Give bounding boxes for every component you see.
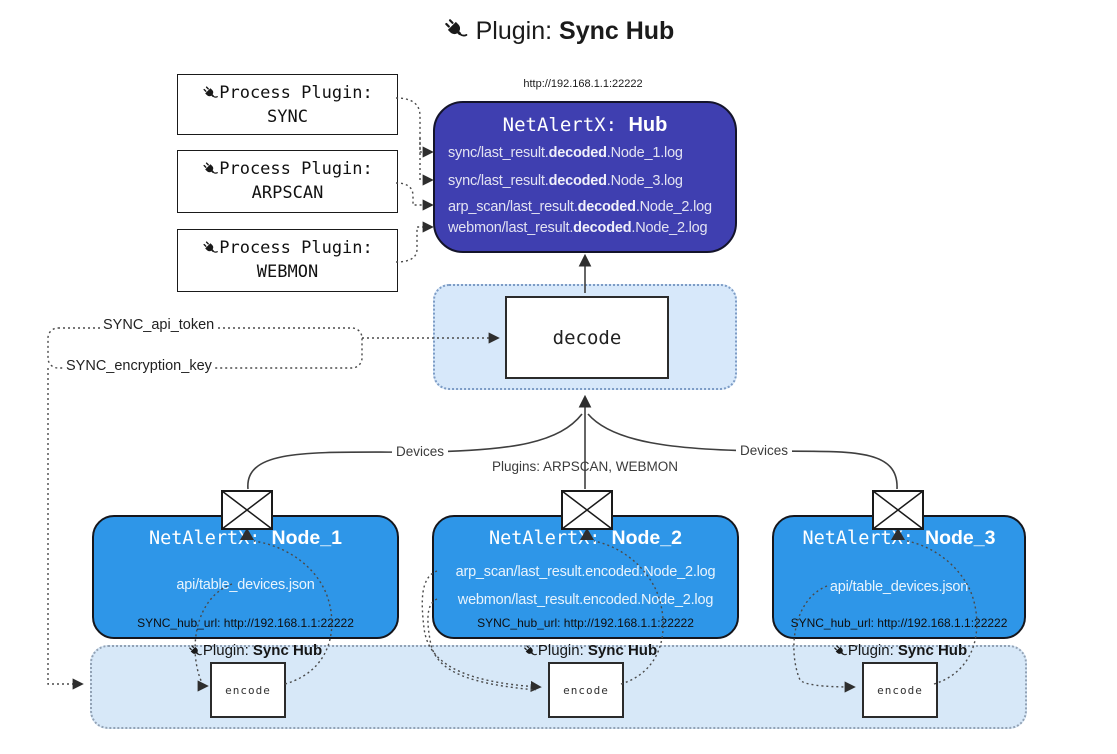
devices-left-label: Devices (391, 444, 449, 459)
log-post: .Node_2.log (631, 220, 708, 236)
log-pre: sync/last_result. (448, 173, 549, 189)
plugin-box-name: WEBMON (256, 262, 319, 282)
encoder-label-name: Sync Hub (252, 642, 323, 659)
envelope-icon (872, 490, 924, 530)
hub-log-line: webmon/last_result.decoded.Node_2.log (448, 220, 730, 236)
hub-title: NetAlertX: Hub (435, 114, 735, 137)
encoder1-plugin-label: Plugin: Sync Hub (188, 642, 322, 659)
encode2-box: encode (548, 662, 624, 718)
plug-icon (203, 86, 219, 98)
encoder3-plugin-label: Plugin: Sync Hub (833, 642, 967, 659)
encoder-label-prefix: Plugin: (847, 642, 898, 659)
node-title-prefix: NetAlertX: (149, 528, 272, 549)
log-bold: decoded (577, 199, 636, 215)
plugin-box-name: ARPSCAN (251, 183, 324, 203)
config-to-encoders-arrow (47, 368, 84, 690)
envelope-icon (221, 490, 273, 530)
log-post: .Node_1.log (606, 145, 683, 161)
decode-box: decode (505, 296, 669, 379)
envelope-icon (561, 490, 613, 530)
log-bold: decoded (573, 220, 632, 236)
node2-box: NetAlertX: Node_2 arp_scan/last_result.e… (432, 515, 739, 639)
encoder-label-name: Sync Hub (897, 642, 968, 659)
hub-title-prefix: NetAlertX: (502, 114, 629, 136)
hub-box: NetAlertX: Hub sync/last_result.decoded.… (433, 101, 737, 253)
node-hub-url: SYNC_hub_url: http://192.168.1.1:22222 (790, 616, 1008, 630)
plug-icon (203, 241, 219, 253)
hub-log-line: arp_scan/last_result.decoded.Node_2.log (448, 199, 730, 215)
arpscan-to-hub-line (395, 182, 434, 211)
node-title-name: Node_2 (611, 527, 682, 549)
page-title: Plugin: Sync Hub (0, 17, 1117, 46)
plug-icon (444, 19, 468, 37)
plug-icon (189, 645, 202, 656)
log-bold: decoded (548, 173, 607, 189)
hub-title-name: Hub (628, 114, 668, 136)
plugins-mid-label: Plugins: ARPSCAN, WEBMON (491, 459, 679, 474)
encoder-label-prefix: Plugin: (537, 642, 588, 659)
log-post: .Node_2.log (635, 199, 712, 215)
plugin-box-name: SYNC (267, 107, 308, 127)
node-title: NetAlertX: Node_1 (94, 527, 397, 550)
process-plugin-sync: Process Plugin: SYNC (177, 74, 398, 135)
node-title-prefix: NetAlertX: (802, 528, 926, 549)
node-hub-url: SYNC_hub_url: http://192.168.1.1:22222 (137, 616, 354, 630)
node-content-line: arp_scan/last_result.encoded.Node_2.log (455, 564, 716, 580)
node-title-name: Node_3 (925, 527, 996, 549)
node1-box: NetAlertX: Node_1 api/table_devices.json… (92, 515, 399, 639)
node-title-prefix: NetAlertX: (489, 528, 612, 549)
node-content-line: api/table_devices.json (829, 579, 969, 595)
node3-box: NetAlertX: Node_3 api/table_devices.json… (772, 515, 1026, 639)
hub-log-line: sync/last_result.decoded.Node_3.log (448, 173, 730, 189)
log-pre: sync/last_result. (448, 145, 549, 161)
title-prefix: Plugin: (475, 17, 560, 45)
plug-icon (524, 645, 537, 656)
process-plugin-arpscan: Process Plugin: ARPSCAN (177, 150, 398, 213)
sync-to-hub-line1 (395, 97, 434, 158)
log-pre: webmon/last_result. (448, 220, 574, 236)
node-content-line: webmon/last_result.encoded.Node_2.log (457, 592, 714, 608)
node-content-line: api/table_devices.json (176, 577, 315, 593)
process-plugin-webmon: Process Plugin: WEBMON (177, 229, 398, 292)
title-name: Sync Hub (559, 17, 675, 45)
encoder-label-name: Sync Hub (587, 642, 658, 659)
plug-icon (203, 162, 219, 174)
plugin-box-label: Process Plugin: (219, 159, 373, 179)
plugin-box-label: Process Plugin: (219, 238, 373, 258)
devices-right-label: Devices (735, 443, 793, 458)
log-pre: arp_scan/last_result. (448, 199, 578, 215)
encoder2-plugin-label: Plugin: Sync Hub (523, 642, 657, 659)
sync-to-hub-line2 (419, 138, 434, 186)
encode3-box: encode (862, 662, 938, 718)
node-hub-url: SYNC_hub_url: http://192.168.1.1:22222 (477, 616, 694, 630)
encode1-box: encode (210, 662, 286, 718)
plugin-box-label: Process Plugin: (219, 83, 373, 103)
webmon-to-hub-line (395, 221, 434, 263)
node-title: NetAlertX: Node_2 (434, 527, 737, 550)
sync-encryption-key-label: SYNC_encryption_key (63, 358, 215, 374)
hub-log-line: sync/last_result.decoded.Node_1.log (448, 145, 730, 161)
sync-api-token-label: SYNC_api_token (100, 317, 218, 333)
node-title-name: Node_1 (271, 527, 342, 549)
hub-url: http://192.168.1.1:22222 (523, 78, 643, 90)
encoder-label-prefix: Plugin: (202, 642, 253, 659)
log-post: .Node_3.log (606, 173, 683, 189)
plug-icon (834, 645, 847, 656)
node-title: NetAlertX: Node_3 (774, 527, 1024, 550)
log-bold: decoded (548, 145, 607, 161)
